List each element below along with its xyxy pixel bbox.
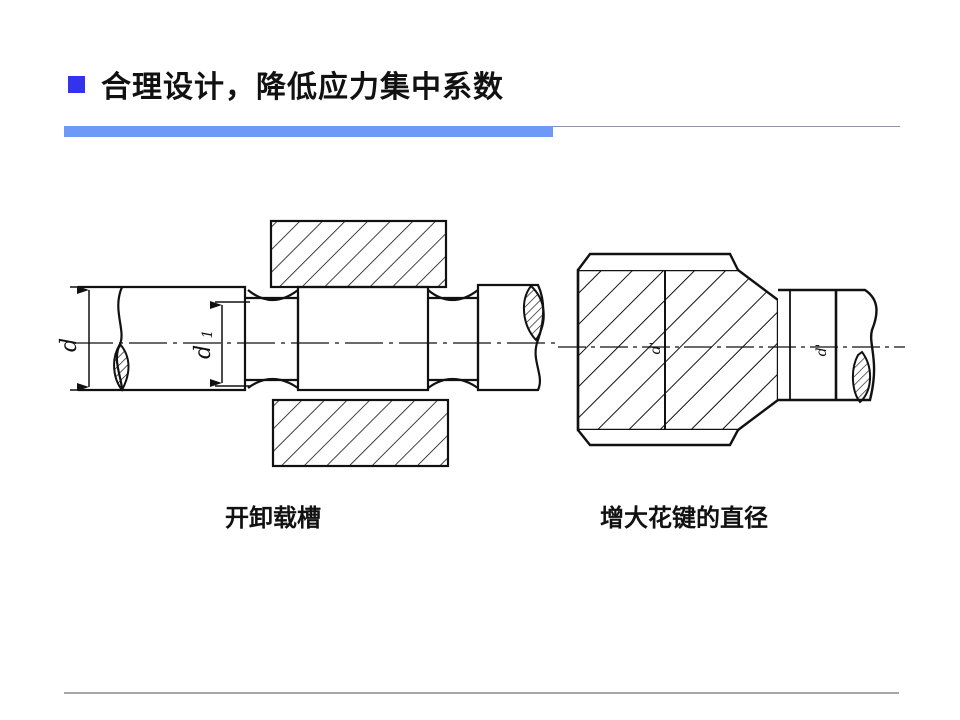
slide-title-row: 合理设计，降低应力集中系数	[68, 62, 504, 106]
figure-unloading-groove	[70, 219, 555, 468]
figure-enlarged-spline	[558, 252, 905, 447]
hub-section-bottom	[271, 398, 450, 468]
label-d: d	[57, 338, 82, 352]
label-d1: d	[191, 345, 216, 359]
spline-section	[576, 268, 780, 432]
shaft-center	[296, 285, 430, 392]
hub-section-top	[269, 219, 448, 289]
title-divider-line	[553, 126, 900, 127]
slide-title: 合理设计，降低应力集中系数	[101, 70, 504, 105]
shaft-left	[78, 285, 247, 392]
label-d1-subscript: 1	[200, 330, 216, 339]
footer-divider-line	[64, 692, 899, 694]
square-bullet-icon	[68, 75, 85, 93]
caption-enlarged-spline: 增大花键的直径	[600, 504, 768, 532]
title-accent-bar	[64, 126, 553, 137]
caption-unloading-groove: 开卸载槽	[225, 504, 321, 532]
shaft-right	[476, 283, 545, 392]
label-spline-diameter: d'	[648, 342, 664, 355]
label-shaft-diameter: d'	[814, 344, 830, 357]
